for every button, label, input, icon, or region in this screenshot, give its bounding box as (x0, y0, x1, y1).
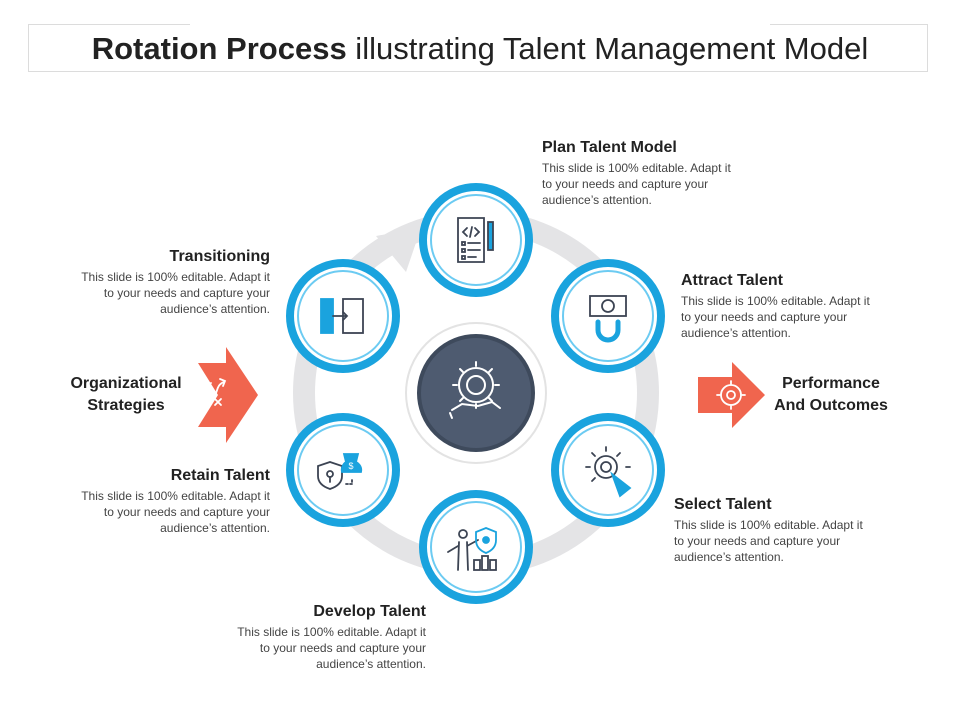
step-ring-select (551, 413, 665, 527)
step-develop-description: This slide is 100% editable. Adapt it to… (237, 625, 426, 671)
step-transition: Transitioning This slide is 100% editabl… (70, 247, 270, 317)
step-ring-develop (419, 490, 533, 604)
step-ring-transition (286, 259, 400, 373)
step-select-description: This slide is 100% editable. Adapt it to… (674, 518, 863, 564)
step-retain-description: This slide is 100% editable. Adapt it to… (81, 489, 270, 535)
step-transition-description: This slide is 100% editable. Adapt it to… (81, 270, 270, 316)
output-label: Performance And Outcomes (774, 375, 888, 414)
gear-bulb-hand-icon (449, 361, 501, 419)
step-plan-description: This slide is 100% editable. Adapt it to… (542, 161, 731, 207)
step-attract-heading: Attract Talent (681, 272, 783, 289)
step-plan-heading: Plan Talent Model (542, 139, 677, 156)
title-frame-gap (190, 20, 770, 30)
svg-text:$: $ (348, 461, 353, 471)
step-plan: Plan Talent Model This slide is 100% edi… (542, 138, 742, 208)
step-attract: Attract Talent This slide is 100% editab… (681, 271, 881, 341)
output-arrow (698, 362, 765, 428)
target-click-icon (585, 446, 632, 498)
step-attract-description: This slide is 100% editable. Adapt it to… (681, 294, 870, 340)
strategy-plan-icon (204, 378, 227, 407)
center-hub (405, 322, 547, 464)
step-select-heading: Select Talent (674, 496, 772, 513)
money-magnet-icon (589, 295, 627, 343)
presenter-growth-icon (447, 527, 497, 571)
step-develop: Develop Talent This slide is 100% editab… (226, 602, 426, 672)
document-code-icon (457, 217, 494, 263)
step-ring-plan (419, 183, 533, 297)
rotation-arrow-head (376, 228, 421, 272)
title-bold: Rotation Process (91, 31, 347, 66)
step-develop-heading: Develop Talent (313, 603, 426, 620)
step-ring-retain: $ (286, 413, 400, 527)
shield-moneybag-icon: $ (317, 453, 363, 490)
input-arrow (198, 347, 258, 443)
input-label: Organizational Strategies (70, 375, 182, 414)
title-rest: illustrating Talent Management Model (346, 31, 869, 66)
page-title: Rotation Process illustrating Talent Man… (0, 30, 960, 68)
step-retain-heading: Retain Talent (170, 467, 270, 484)
gear-gauge-icon (716, 380, 746, 410)
step-transition-heading: Transitioning (169, 248, 270, 265)
door-exit-icon (320, 298, 364, 334)
step-ring-attract (551, 259, 665, 373)
step-select: Select Talent This slide is 100% editabl… (674, 495, 874, 565)
step-retain: Retain Talent This slide is 100% editabl… (70, 466, 270, 536)
